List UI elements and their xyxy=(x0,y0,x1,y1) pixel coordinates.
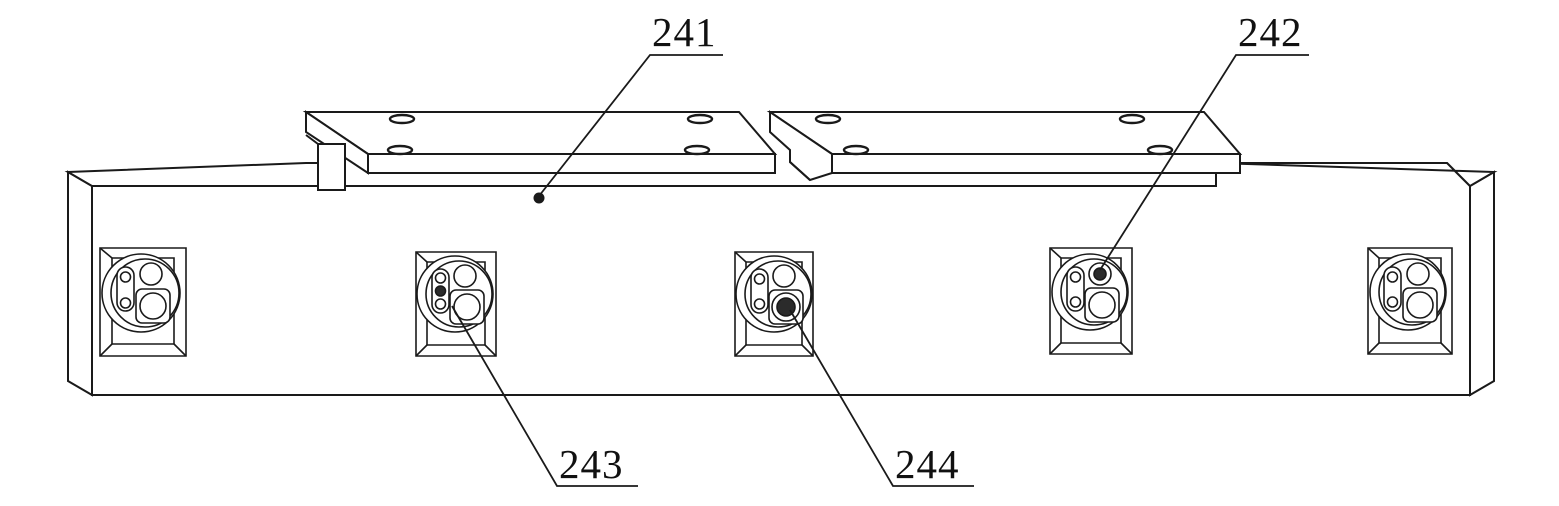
left-plate-stub-edge xyxy=(305,134,319,145)
leader-line-241 xyxy=(538,54,723,197)
socket-5-oblong-pin-slot[interactable] xyxy=(1383,266,1402,312)
socket-4-upper-pin-icon xyxy=(1069,271,1082,283)
leader-line-244 xyxy=(789,309,974,487)
socket-3-round-pin-hole[interactable] xyxy=(772,264,796,288)
socket-2-round-pin-hole[interactable] xyxy=(453,264,477,288)
left-plate-hole-back-1 xyxy=(388,113,416,125)
right-plate-hole-back-1 xyxy=(814,113,842,125)
right-plate-hole-front-1 xyxy=(842,144,870,156)
housing-left-end-face xyxy=(67,170,93,397)
socket-5-plate-bevel-corner-bl xyxy=(1367,342,1380,355)
socket-1-inner-ring xyxy=(110,258,180,328)
socket-5-plate-bevel-corner-br xyxy=(1440,342,1453,355)
ref-label-244: 244 xyxy=(895,441,960,487)
socket-2-upper-pin-icon xyxy=(434,272,447,284)
housing-right-end-face xyxy=(1469,170,1495,397)
socket-1-lower-pin-icon xyxy=(119,297,132,309)
socket-4-round-pin-bore xyxy=(1093,267,1107,281)
socket-2-lower-pin-icon xyxy=(434,298,447,310)
socket-4-plate-bevel-corner-bl xyxy=(1049,342,1062,355)
socket-1-oblong-pin-slot[interactable] xyxy=(116,266,135,312)
socket-3-oblong-pin-slot[interactable] xyxy=(750,268,769,314)
reference-numerals: 241 242 243 244 xyxy=(559,9,1303,487)
socket-5-plate-bevel-corner-tl xyxy=(1367,247,1380,259)
socket-5-lower-pin-icon xyxy=(1386,296,1399,308)
socket-4-square-receptacle[interactable] xyxy=(1084,287,1120,323)
socket-5-receptacle-bore xyxy=(1406,291,1434,319)
leader-line-243 xyxy=(451,305,638,487)
left-plate-stub xyxy=(317,143,346,191)
left-plate-left-end-face xyxy=(305,110,369,175)
left-plate-front-edge xyxy=(367,153,776,174)
right-plate-hole-back-2 xyxy=(1118,113,1146,125)
leader-241-terminator-dot xyxy=(533,192,545,204)
socket-2-plate-bevel-corner-bl xyxy=(415,344,428,357)
socket-5-inner-ring xyxy=(1378,258,1446,326)
socket-2-receptacle-bore xyxy=(453,293,481,321)
socket-3-inner-ring xyxy=(744,260,812,328)
socket-4-plate-bevel-corner-tl xyxy=(1049,247,1062,259)
socket-assembly-4[interactable] xyxy=(1049,247,1133,355)
socket-1-plate-bevel-corner-bl xyxy=(99,343,113,357)
socket-4-plate-bevel-corner-br xyxy=(1120,342,1133,355)
socket-2-middle-pin-icon xyxy=(434,285,447,297)
socket-1-upper-pin-icon xyxy=(119,271,132,283)
ref-label-241: 241 xyxy=(652,9,717,55)
socket-3-plate-bevel-corner-tl xyxy=(734,251,747,263)
left-mounting-plate xyxy=(302,110,778,191)
socket-5-round-pin-hole[interactable] xyxy=(1406,262,1430,286)
socket-2-inner-ring xyxy=(425,260,493,328)
socket-1-plate-bevel-corner-tl xyxy=(99,247,113,259)
socket-2-plate-bevel-corner-br xyxy=(484,344,497,357)
housing-right-top-chamfer xyxy=(1215,162,1498,188)
left-plate-hole-front-2 xyxy=(683,144,711,156)
plate-joint-notch xyxy=(774,150,811,181)
joint-notch-line-2 xyxy=(789,150,811,181)
socket-2-square-receptacle[interactable] xyxy=(449,289,485,325)
socket-4-oblong-pin-slot[interactable] xyxy=(1066,266,1085,312)
socket-3-lower-pin-icon xyxy=(753,298,766,310)
socket-1-plate-bevel-corner-br xyxy=(173,343,187,357)
socket-assembly-3[interactable] xyxy=(734,251,814,357)
socket-assembly-5[interactable] xyxy=(1367,247,1453,355)
leader-line-242 xyxy=(1099,54,1309,271)
right-plate-hole-front-2 xyxy=(1146,144,1174,156)
socket-3-plate-bevel-corner-bl xyxy=(734,344,747,357)
socket-5-square-receptacle[interactable] xyxy=(1402,287,1438,323)
right-mounting-plate xyxy=(766,110,1243,182)
socket-4-receptacle-bore xyxy=(1088,291,1116,319)
ref-label-242: 242 xyxy=(1238,9,1303,55)
socket-4-inner-ring xyxy=(1060,258,1128,326)
socket-1-square-receptacle[interactable] xyxy=(135,288,171,324)
socket-1-receptacle-bore xyxy=(139,292,167,320)
socket-assembly-1[interactable] xyxy=(99,247,187,357)
socket-1-round-pin-hole[interactable] xyxy=(139,262,163,286)
left-plate-hole-front-1 xyxy=(386,144,414,156)
socket-assembly-2[interactable] xyxy=(415,251,497,357)
socket-5-upper-pin-icon xyxy=(1386,271,1399,283)
socket-2-plate-bevel-corner-tl xyxy=(415,251,428,263)
ref-label-243: 243 xyxy=(559,441,624,487)
left-plate-hole-back-2 xyxy=(686,113,714,125)
socket-3-plate-bevel-corner-br xyxy=(801,344,814,357)
socket-3-receptacle-bore-outer xyxy=(771,292,801,322)
right-plate-front-edge xyxy=(831,153,1241,174)
leader-lines xyxy=(451,54,1309,487)
socket-4-lower-pin-icon xyxy=(1069,296,1082,308)
socket-3-upper-pin-icon xyxy=(753,273,766,285)
housing-left-top-chamfer xyxy=(64,162,331,187)
